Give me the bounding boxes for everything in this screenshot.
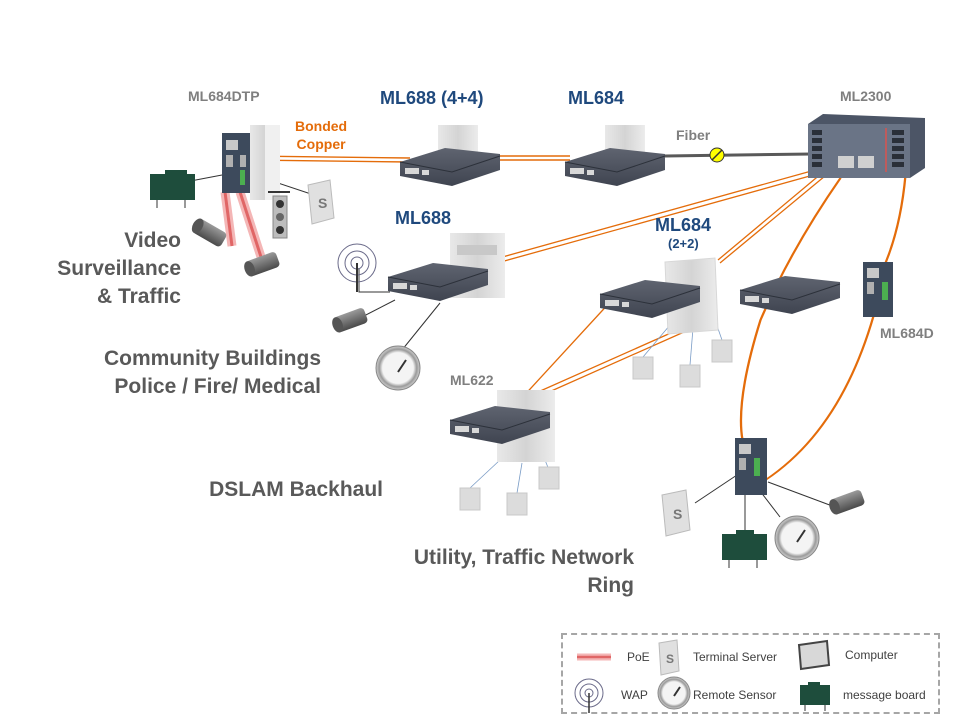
region-line: Utility, Traffic Network <box>413 546 634 569</box>
camera-icon <box>332 308 368 333</box>
ml622-device[interactable] <box>449 406 551 444</box>
community-buildings-region-label: Community Buildings Police / Fire/ Medic… <box>104 345 321 401</box>
remote-sensor-icon <box>657 676 691 710</box>
bonded-copper-label: Bonded Copper <box>295 117 347 153</box>
ml684d-label: ML684D <box>880 325 934 341</box>
camera-icon <box>191 218 227 247</box>
terminal-server-icon: S <box>307 179 335 225</box>
ring-desktop-switch-device[interactable] <box>739 276 841 314</box>
legend-label-computer: Computer <box>845 648 898 662</box>
ml684dtp-device[interactable] <box>222 133 250 193</box>
remote-sensor-icon <box>375 345 421 391</box>
ml622-label: ML622 <box>450 372 494 388</box>
legend-label-terminal-server: Terminal Server <box>693 650 778 664</box>
region-line: Community Buildings <box>104 347 321 370</box>
legend-label-remote-sensor: Remote Sensor <box>693 688 777 702</box>
terminal-server-icon: S <box>661 489 691 537</box>
ml688-4plus4-label: ML688 (4+4) <box>380 88 484 108</box>
remote-sensor-icon <box>774 515 820 561</box>
legend: S PoE Terminal Server Computer WAP Remot… <box>561 633 940 714</box>
region-line: DSLAM Backhaul <box>209 478 383 501</box>
region-line: Surveillance <box>57 257 181 280</box>
fiber-link <box>664 147 813 163</box>
ml2300-chassis-device[interactable] <box>808 114 925 178</box>
ml684-top-device[interactable] <box>564 148 666 186</box>
message-board-icon <box>800 682 830 711</box>
camera-icon <box>244 252 280 277</box>
legend-icons: S <box>574 639 831 713</box>
traffic-light-icon <box>268 191 290 239</box>
computer-icon <box>797 639 831 671</box>
region-line: Ring <box>587 574 634 597</box>
ml684dtp-label: ML684DTP <box>188 88 260 104</box>
svg-text:S: S <box>318 195 327 211</box>
bonded-copper-label-line2: Copper <box>296 136 346 152</box>
svg-text:S: S <box>666 652 674 666</box>
utility-traffic-ring-region-label: Utility, Traffic Network Ring <box>414 544 634 600</box>
ml688-4plus4-device[interactable] <box>399 148 501 186</box>
camera-icon <box>829 490 865 515</box>
bonded-copper-label-line1: Bonded <box>295 118 348 134</box>
ml684-top-label: ML684 <box>568 88 625 108</box>
ml2300-label: ML2300 <box>840 88 892 104</box>
region-line: Police / Fire/ Medical <box>114 375 321 398</box>
ml688-label: ML688 <box>395 208 452 228</box>
legend-label-wap: WAP <box>621 688 648 702</box>
video-surveillance-region-label: Video Surveillance & Traffic <box>57 227 181 311</box>
ml684-2plus2-sublabel: (2+2) <box>668 236 699 251</box>
dslam-backhaul-region-label: DSLAM Backhaul <box>209 476 383 504</box>
ml684d-device[interactable] <box>863 262 893 317</box>
region-line: Video <box>124 229 181 252</box>
building-icon <box>250 125 280 200</box>
dslam-hut-icons <box>459 339 733 516</box>
region-line: & Traffic <box>96 285 181 308</box>
ml688-device[interactable] <box>387 263 489 301</box>
ml684-2plus2-label: ML684 <box>655 215 712 235</box>
ml684-2plus2-device[interactable] <box>599 280 701 318</box>
ml2300-fanout-links <box>469 169 907 481</box>
poe-link <box>220 190 267 262</box>
legend-label-message-board: message board <box>843 688 926 702</box>
wap-icon <box>574 678 604 713</box>
ring-din-switch-device[interactable] <box>735 438 767 495</box>
fiber-label: Fiber <box>676 127 711 143</box>
terminal-server-icon: S <box>658 639 680 676</box>
svg-text:S: S <box>673 506 682 522</box>
legend-label-poe: PoE <box>627 650 650 664</box>
message-board-icon <box>150 170 195 208</box>
wap-icon <box>337 243 377 292</box>
message-board-icon <box>722 530 767 568</box>
